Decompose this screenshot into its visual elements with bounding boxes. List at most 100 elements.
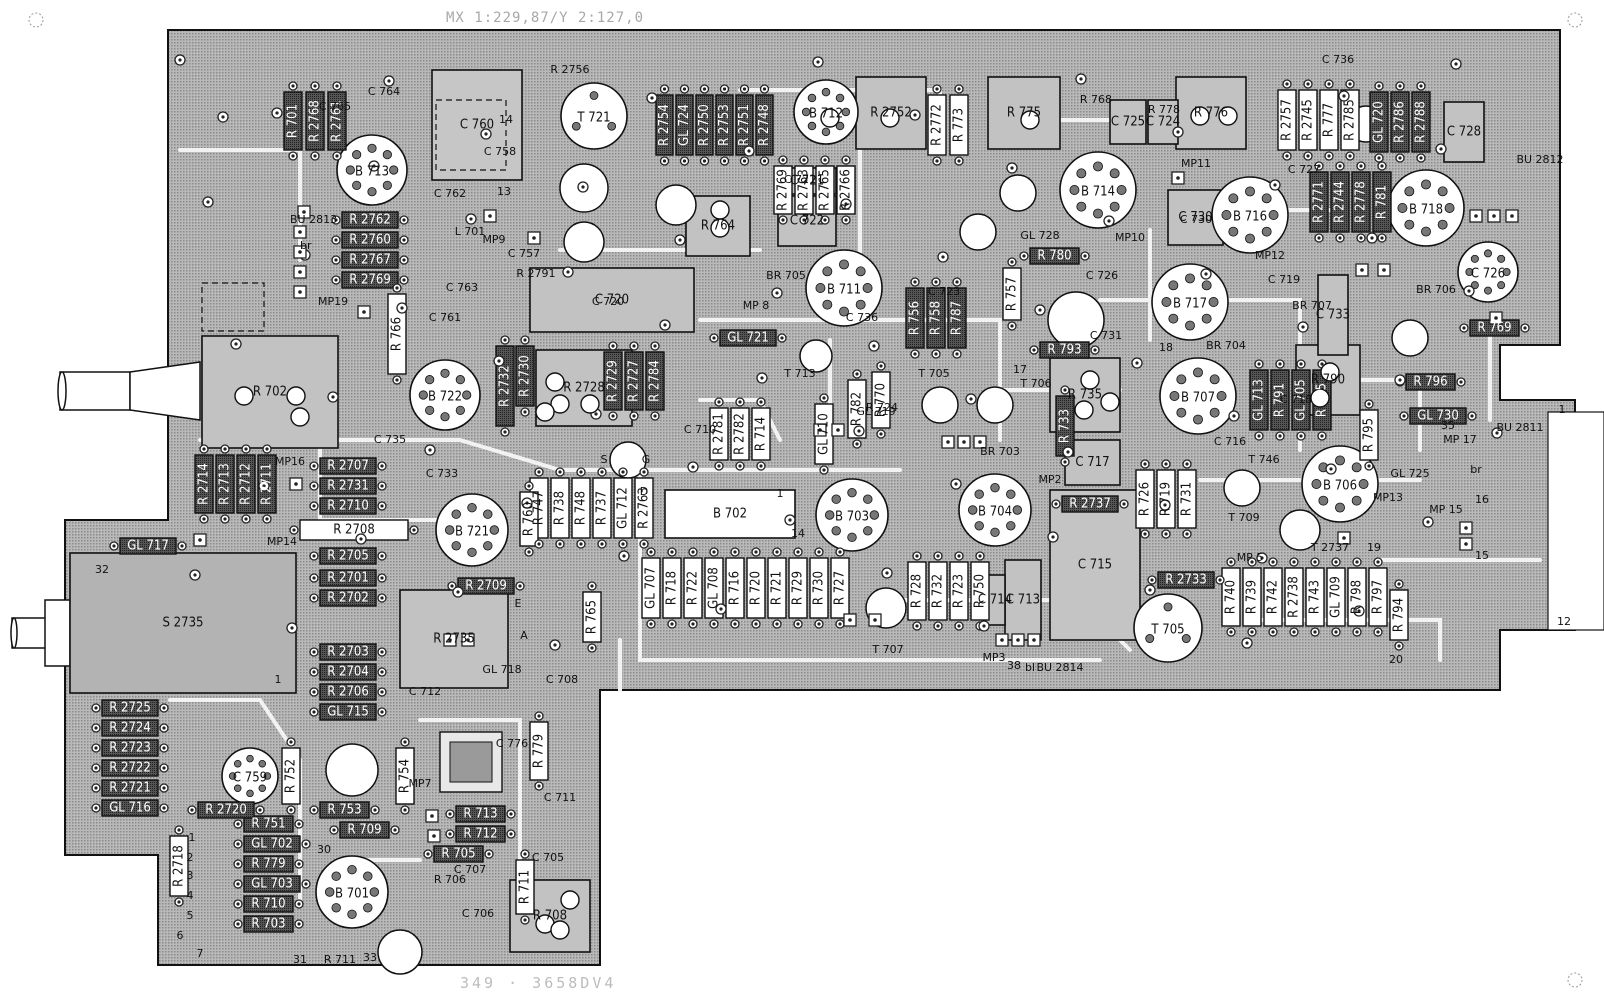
resistor-r-2724 bbox=[101, 719, 159, 737]
label-gl-716: GL 716 bbox=[109, 801, 151, 816]
label-2: 2 bbox=[187, 851, 194, 864]
label-mp12: MP12 bbox=[1255, 249, 1285, 262]
label-32: 32 bbox=[95, 563, 109, 576]
label-b-716: B 716 bbox=[1233, 210, 1267, 225]
label-b-706: B 706 bbox=[1323, 479, 1357, 494]
label-br-703: BR 703 bbox=[980, 445, 1020, 458]
label-r-2710: R 2710 bbox=[327, 499, 369, 514]
resistor-r-2771 bbox=[1309, 171, 1329, 233]
resistor-r-779 bbox=[529, 721, 549, 781]
label-gl-718: GL 718 bbox=[482, 663, 521, 676]
label-r-2706: R 2706 bbox=[327, 685, 369, 700]
label-c-728: C 728 bbox=[1447, 125, 1481, 140]
resistor-r-758 bbox=[926, 287, 946, 349]
label-r-747: R 747 bbox=[532, 491, 547, 525]
resistor-r-727 bbox=[830, 557, 850, 619]
label-c-720: C 720 bbox=[592, 295, 624, 308]
label-mp3: MP3 bbox=[982, 651, 1005, 664]
resistor-gl-702 bbox=[243, 835, 301, 853]
switch-s-2735 bbox=[69, 552, 297, 694]
label-r-2701: R 2701 bbox=[327, 571, 369, 586]
label-br: br bbox=[1470, 463, 1482, 476]
label-r-2765: R 2765 bbox=[818, 169, 833, 211]
resistor-r-2707 bbox=[319, 457, 377, 475]
label-r-738: R 738 bbox=[553, 491, 568, 525]
label-c-765: C 765 bbox=[319, 100, 351, 113]
label-r-713: R 713 bbox=[463, 807, 497, 822]
resistor-r-738 bbox=[550, 477, 570, 539]
resistor-r-718 bbox=[662, 557, 682, 619]
label-1: 1 bbox=[777, 487, 784, 500]
label-s-2735: S 2735 bbox=[163, 616, 204, 631]
resistor-r-713 bbox=[455, 805, 506, 823]
capacitor-c-715 bbox=[1049, 489, 1141, 641]
transistor-t-719 bbox=[1391, 319, 1429, 357]
resistor-r-2763 bbox=[794, 165, 814, 215]
resistor-r-2751 bbox=[735, 94, 754, 156]
label-r-710: R 710 bbox=[251, 897, 285, 912]
resistor-r-2738 bbox=[1284, 567, 1304, 627]
label-r-769: R 769 bbox=[1477, 321, 1511, 336]
label-c-730: C 730 bbox=[1178, 210, 1212, 225]
label-gl-712: GL 712 bbox=[616, 487, 631, 529]
label-r-743: R 743 bbox=[1308, 580, 1323, 614]
label-r-2709: R 2709 bbox=[465, 579, 507, 594]
resistor-r-730 bbox=[809, 557, 829, 619]
label-mp19: MP19 bbox=[318, 295, 348, 308]
label-4: 4 bbox=[187, 889, 194, 902]
label-r-796: R 796 bbox=[1413, 375, 1447, 390]
label-br-707: BR 707 bbox=[1292, 299, 1332, 312]
label-r-2712: R 2712 bbox=[239, 463, 254, 505]
label-r-2760: R 2760 bbox=[349, 233, 391, 248]
label-gl-717: GL 717 bbox=[127, 539, 169, 554]
label-r-718: R 718 bbox=[665, 571, 680, 605]
label-r-768: R 768 bbox=[1080, 93, 1112, 106]
label-r-779: R 779 bbox=[251, 857, 285, 872]
resistor-r-703 bbox=[243, 915, 294, 933]
resistor-r-710 bbox=[243, 895, 294, 913]
transistor-t-713 bbox=[799, 339, 833, 373]
transistor-t-709 bbox=[1223, 469, 1261, 507]
edge-connector-fingers bbox=[1547, 411, 1604, 631]
resistor-r-2702 bbox=[319, 589, 377, 607]
label-r-2785: R 2785 bbox=[1343, 99, 1358, 141]
resistor-r-2765 bbox=[815, 165, 835, 215]
label-r-727: R 727 bbox=[833, 571, 848, 605]
label-c-730: C 730 bbox=[1180, 213, 1212, 226]
label-r-2704: R 2704 bbox=[327, 665, 369, 680]
label-gl-705: GL 705 bbox=[1294, 379, 1309, 421]
label-r-766: R 766 bbox=[390, 317, 405, 351]
label-r-2753: R 2753 bbox=[717, 104, 732, 146]
label-gl-730: GL 730 bbox=[1417, 409, 1459, 424]
label-r-732: R 732 bbox=[931, 574, 946, 608]
resistor-r-740 bbox=[1221, 567, 1241, 627]
label-c-723: C 723 bbox=[928, 285, 960, 298]
footer-code: 349 · 3658DV4 bbox=[460, 974, 617, 992]
resistor-gl-720 bbox=[1369, 91, 1389, 153]
label-18: 18 bbox=[1159, 341, 1173, 354]
label-gl-715: GL 715 bbox=[327, 705, 369, 720]
label-r-782: R 782 bbox=[850, 392, 865, 426]
resistor-r-2706 bbox=[319, 683, 377, 701]
label-bu-2811: BU 2811 bbox=[1496, 421, 1543, 434]
label-t-706: T 706 bbox=[1019, 377, 1051, 390]
label-r-791: R 791 bbox=[1273, 383, 1288, 417]
label-c-705: C 705 bbox=[532, 851, 564, 864]
transistor-t-705b bbox=[921, 386, 959, 424]
label-r-723: R 723 bbox=[952, 574, 967, 608]
transistor-t-712 bbox=[377, 929, 423, 975]
label-gl-709: GL 709 bbox=[1329, 576, 1344, 618]
label-r-712: R 712 bbox=[463, 827, 497, 842]
label-r-724: R 724 bbox=[866, 401, 898, 414]
resistor-r-2772 bbox=[927, 94, 947, 156]
resistor-r-2754 bbox=[655, 94, 674, 156]
label-c-718: C 718 bbox=[1280, 393, 1312, 406]
label-r-729: R 729 bbox=[791, 571, 806, 605]
label-r-754: R 754 bbox=[398, 759, 413, 793]
resistor-r-2704 bbox=[319, 663, 377, 681]
label-gl-713: GL 713 bbox=[1252, 379, 1267, 421]
label-r-793: R 793 bbox=[1047, 343, 1081, 358]
label-mp-8: MP 8 bbox=[743, 299, 770, 312]
label-c-726: C 726 bbox=[1086, 269, 1118, 282]
resistor-r-2730 bbox=[515, 345, 535, 407]
